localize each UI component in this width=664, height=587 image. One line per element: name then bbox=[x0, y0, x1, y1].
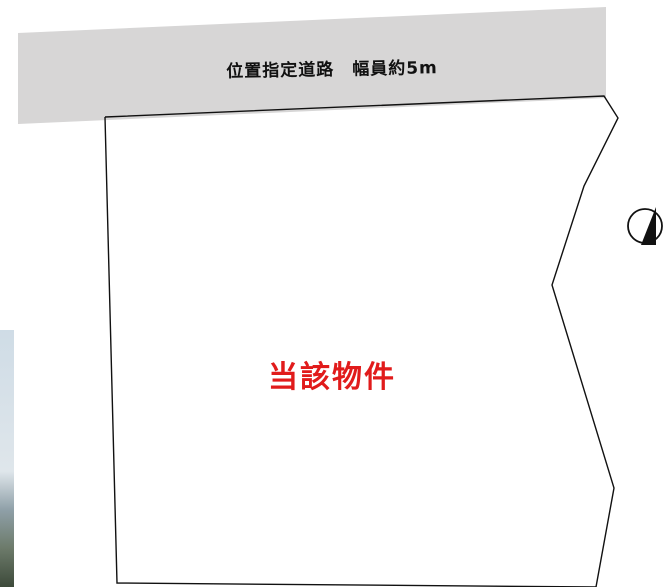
background-photo-fragment bbox=[0, 330, 14, 587]
road-band bbox=[18, 7, 606, 124]
north-arrow-icon bbox=[627, 207, 663, 245]
lot-boundary bbox=[104, 95, 619, 587]
subject-property-label: 当該物件 bbox=[268, 360, 396, 395]
lot-boundary-left bbox=[104, 116, 597, 587]
